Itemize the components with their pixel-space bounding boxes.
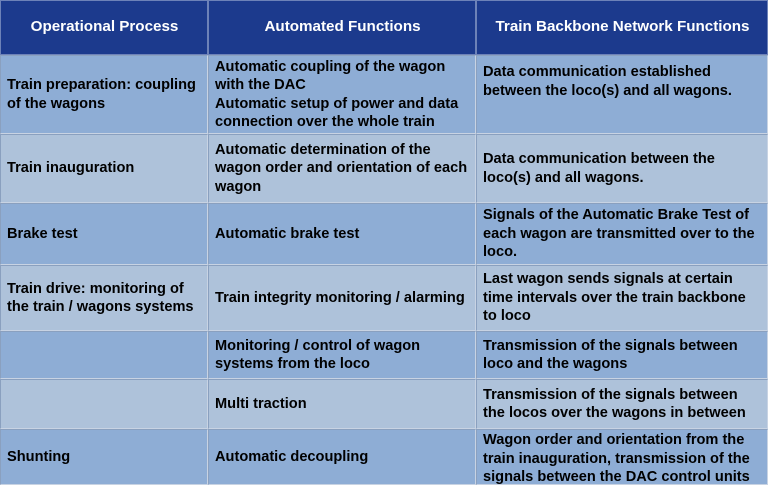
table-cell-functions: Automatic coupling of the wagon with the… [208,55,476,134]
cell-text: Train preparation: coupling of the wagon… [7,77,196,112]
table-cell-process: Shunting [0,429,208,485]
cell-text: Train inauguration [7,160,135,177]
table-cell-process [0,331,208,379]
table-cell-functions: Train integrity monitoring / alarming [208,265,476,331]
header-network-functions: Train Backbone Network Functions [476,0,768,55]
cell-text: Last wagon sends signals at certain time… [483,271,746,325]
cell-text: Automatic coupling of the wagon with the… [215,58,459,131]
table-cell-network: Last wagon sends signals at certain time… [476,265,768,331]
table-cell-network: Data communication established between t… [476,55,768,134]
header-operational-process: Operational Process [0,0,208,55]
cell-text: Train drive: monitoring of the train / w… [7,280,194,316]
header-label: Automated Functions [264,18,421,36]
header-label: Train Backbone Network Functions [495,18,750,36]
cell-text: Multi traction [215,395,307,412]
table-cell-functions: Monitoring / control of wagon systems fr… [208,331,476,379]
cell-text: Automatic decoupling [215,448,369,465]
table-cell-process: Train preparation: coupling of the wagon… [0,55,208,134]
table-cell-process: Brake test [0,203,208,265]
cell-text: Brake test [7,225,78,242]
header-label: Operational Process [30,18,179,36]
cell-text: Transmission of the signals between loco… [483,337,738,373]
table-cell-network: Wagon order and orientation from the tra… [476,429,768,485]
table-cell-network: Signals of the Automatic Brake Test of e… [476,203,768,265]
table-cell-network: Transmission of the signals between the … [476,379,768,429]
table-cell-process [0,379,208,429]
table-cell-functions: Automatic brake test [208,203,476,265]
cell-text: Monitoring / control of wagon systems fr… [215,337,421,373]
table-cell-functions: Multi traction [208,379,476,429]
cell-text: Data communication between the loco(s) a… [483,151,715,186]
table-cell-functions: Automatic decoupling [208,429,476,485]
cell-text: Automatic determination of the wagon ord… [215,141,468,195]
cell-text: Shunting [7,448,71,465]
cell-text: Train integrity monitoring / alarming [215,289,465,306]
table-cell-process: Train inauguration [0,134,208,203]
cell-text: Transmission of the signals between the … [483,386,746,422]
cell-text: Automatic brake test [215,225,360,242]
header-automated-functions: Automated Functions [208,0,476,55]
table-cell-network: Data communication between the loco(s) a… [476,134,768,203]
cell-text: Signals of the Automatic Brake Test of e… [483,207,755,261]
table-cell-functions: Automatic determination of the wagon ord… [208,134,476,203]
table-cell-network: Transmission of the signals between loco… [476,331,768,379]
cell-text: Wagon order and orientation from the tra… [483,432,750,485]
table-cell-process: Train drive: monitoring of the train / w… [0,265,208,331]
cell-text: Data communication established between t… [483,64,732,99]
